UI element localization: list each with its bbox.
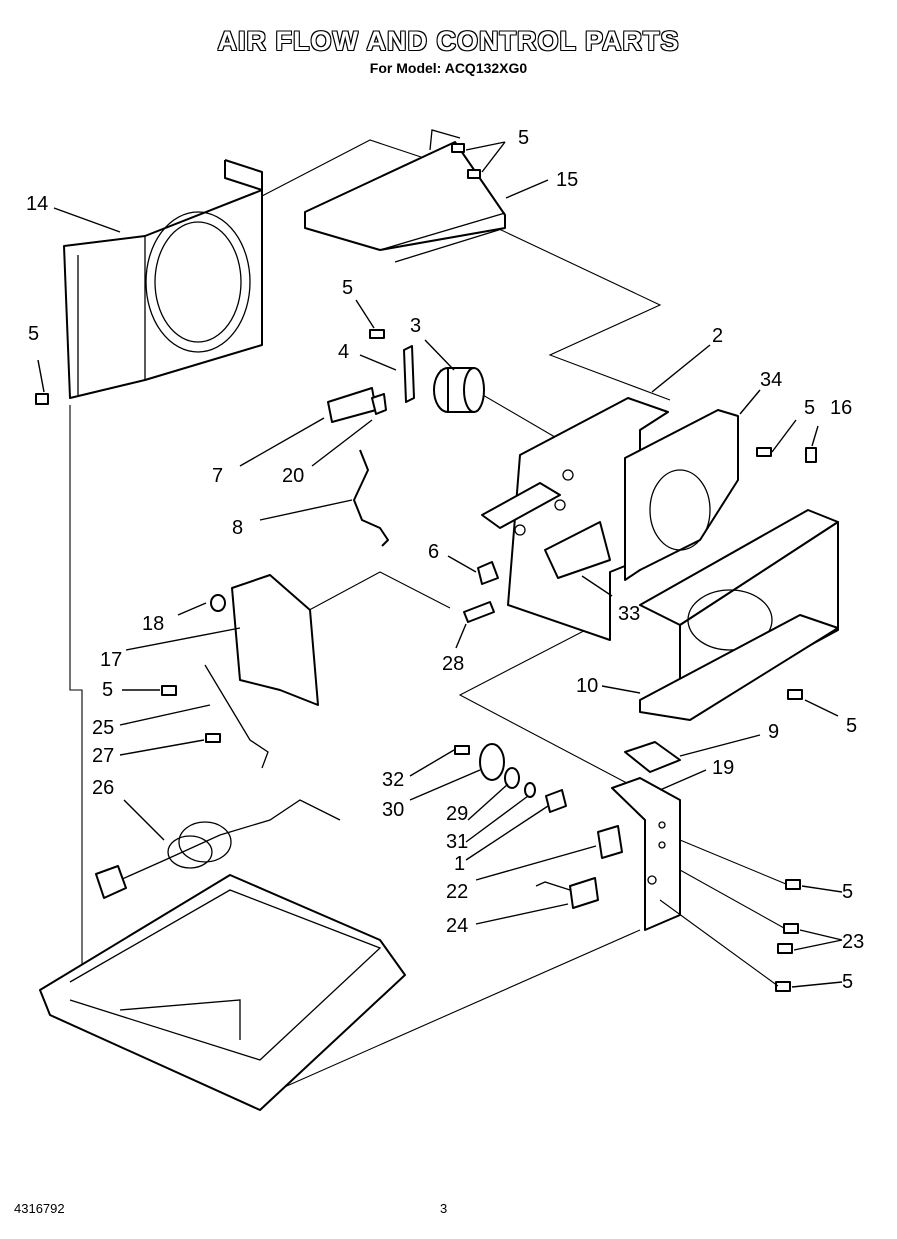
callout-9: 9 [768,721,779,743]
callout-5-d: 5 [804,397,815,419]
callout-28: 28 [442,653,464,675]
callout-15: 15 [556,169,578,191]
callout-27: 27 [92,745,114,767]
assembly-lines [69,139,671,1101]
callout-14: 14 [26,193,48,215]
callout-5-f: 5 [846,715,857,737]
callout-5-h: 5 [842,971,853,993]
callout-16: 16 [830,397,852,419]
part-15-top-channel [304,129,506,263]
part-24-thermostat [535,877,599,909]
callout-20: 20 [282,465,304,487]
part-34-scroll-housing [624,409,739,581]
callout-18: 18 [142,613,164,635]
part-25-wire [204,664,269,769]
callout-5-b: 5 [28,323,39,345]
callout-8: 8 [232,517,243,539]
part-28-insulator [463,601,495,623]
callout-labels: 5 15 14 5 5 3 4 2 34 5 16 7 20 8 6 33 28… [26,127,864,993]
callout-5-e: 5 [102,679,113,701]
leader-lines [37,141,843,988]
callout-5-c: 5 [342,277,353,299]
part-7-bracket [327,387,387,423]
callout-33: 33 [618,603,640,625]
callout-7: 7 [212,465,223,487]
callout-5-a: 5 [518,127,529,149]
part-26-power-cord [95,799,341,899]
callout-1: 1 [454,853,465,875]
callout-23: 23 [842,931,864,953]
screw-icons [35,143,817,992]
part-10-base-pan [639,509,839,721]
model-subtitle: For Model: ACQ132XG0 [369,60,528,76]
callout-2: 2 [712,325,723,347]
part-8-rod [353,449,389,547]
callout-22: 22 [446,881,468,903]
callout-24: 24 [446,915,468,937]
callout-3: 3 [410,315,421,337]
callout-6: 6 [428,541,439,563]
part-30-knob [454,743,567,813]
part-14-shroud [63,159,263,399]
callout-19: 19 [712,757,734,779]
callout-26: 26 [92,777,114,799]
base-tray [39,874,406,1111]
callout-29: 29 [446,803,468,825]
callout-32: 32 [382,769,404,791]
part-6-clip [477,561,499,585]
callout-34: 34 [760,369,782,391]
part-9-pad [624,741,681,773]
part-3-capacitor [433,367,485,413]
callout-31: 31 [446,831,468,853]
callout-5-g: 5 [842,881,853,903]
part-17-duct [210,574,319,706]
footer-page-number: 3 [440,1201,448,1216]
callout-30: 30 [382,799,404,821]
footer-part-number: 4316792 [14,1201,65,1216]
callout-25: 25 [92,717,114,739]
part-22-switch [597,825,623,859]
page-title: AIR FLOW AND CONTROL PARTS [217,26,680,56]
callout-4: 4 [338,341,349,363]
part-4-strap [403,345,415,403]
callout-10: 10 [576,675,598,697]
callout-17: 17 [100,649,122,671]
